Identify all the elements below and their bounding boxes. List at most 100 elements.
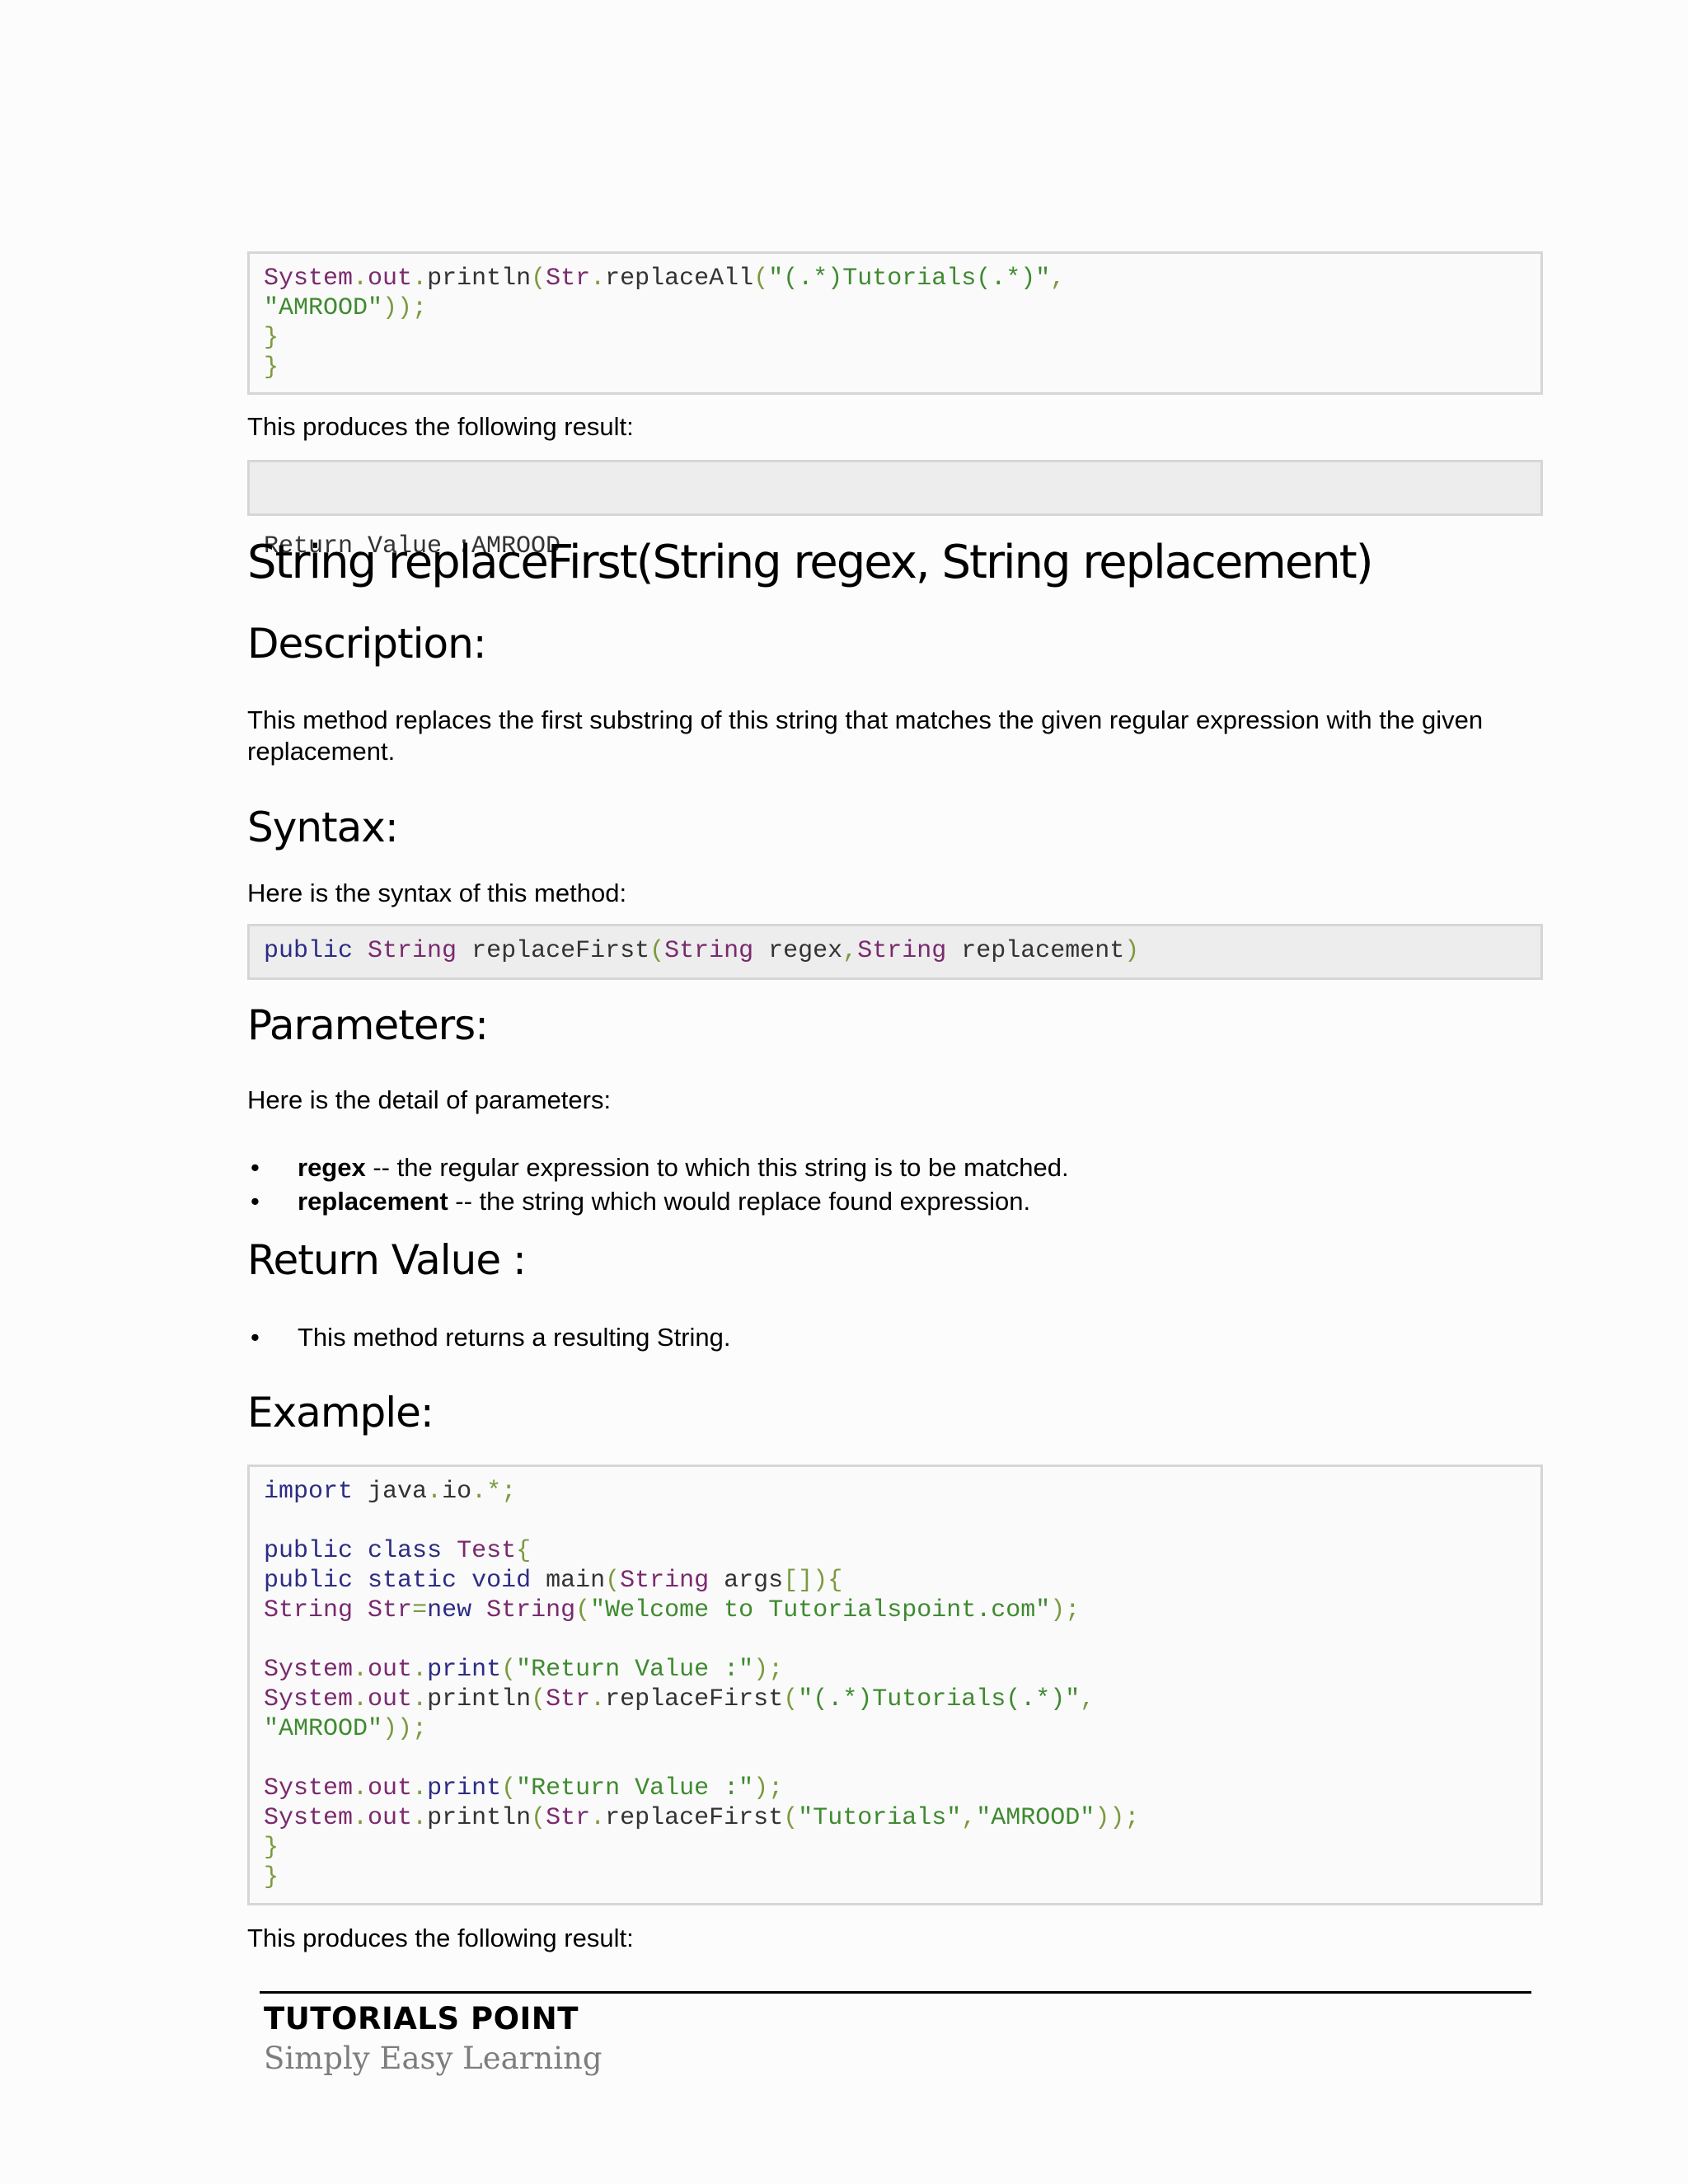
- code-line: System.out.print("Return Value :");: [264, 1655, 1526, 1685]
- code-line: }: [264, 323, 1526, 353]
- code-token: .*;: [471, 1478, 517, 1506]
- code-token: .: [590, 1685, 606, 1713]
- code-token: "Return Value :": [516, 1774, 754, 1802]
- code-token: new: [427, 1596, 472, 1624]
- code-token: "Return Value :": [516, 1656, 754, 1684]
- method-heading: String replaceFirst(String regex, String…: [247, 536, 1374, 589]
- parameter-item-replacement: • replacement -- the string which would …: [247, 1184, 1543, 1218]
- code-token: ,: [842, 937, 858, 965]
- code-token: Str: [546, 1685, 591, 1713]
- code-token: .: [353, 1804, 368, 1832]
- code-token: out: [368, 1685, 413, 1713]
- code-token: String: [264, 1596, 354, 1624]
- parameters-list: • regex -- the regular expression to whi…: [247, 1151, 1543, 1218]
- code-token: Str: [546, 1804, 591, 1832]
- code-block-top: System.out.println(Str.replaceAll("(.*)T…: [247, 251, 1543, 395]
- code-line: }: [264, 1833, 1526, 1863]
- code-token: print: [427, 1774, 502, 1802]
- code-token: void: [471, 1567, 532, 1595]
- description-text: This method replaces the first substring…: [247, 705, 1484, 766]
- code-token: ,: [1080, 1685, 1095, 1713]
- code-token: ): [1124, 937, 1140, 965]
- code-token: (: [531, 1804, 546, 1832]
- code-line: [264, 1625, 1526, 1655]
- code-token: String: [486, 1596, 576, 1624]
- parameter-item-regex: • regex -- the regular expression to whi…: [247, 1151, 1543, 1184]
- code-token: .: [353, 1685, 368, 1713]
- code-token: io: [442, 1478, 472, 1506]
- code-token: regex: [753, 937, 843, 965]
- parameters-heading: Parameters:: [247, 1001, 489, 1049]
- example-heading: Example:: [247, 1389, 434, 1436]
- footer-brand: TUTORIALS POINT: [264, 2001, 579, 2036]
- code-token: ));: [382, 294, 428, 322]
- code-token: );: [753, 1656, 784, 1684]
- code-token: "(.*)Tutorials(.*)": [798, 1685, 1081, 1713]
- code-token: "AMROOD": [264, 294, 383, 322]
- code-line: }: [264, 353, 1526, 382]
- return-value-item: • This method returns a resulting String…: [247, 1320, 1543, 1354]
- return-value-text: This method returns a resulting String.: [298, 1323, 731, 1352]
- parameter-desc: -- the regular expression to which this …: [365, 1153, 1069, 1182]
- code-token: System: [264, 1656, 354, 1684]
- code-token: .: [353, 265, 368, 293]
- code-token: .: [590, 1804, 606, 1832]
- code-token: .: [412, 265, 428, 293]
- code-line: public String replaceFirst(String regex,…: [264, 936, 1526, 966]
- code-line: System.out.println(Str.replaceFirst("(.*…: [264, 1685, 1526, 1714]
- code-token: [353, 1596, 368, 1624]
- code-token: ));: [1095, 1804, 1140, 1832]
- code-token: .: [412, 1774, 428, 1802]
- code-token: main: [531, 1567, 606, 1595]
- parameter-term: replacement: [298, 1187, 448, 1216]
- code-line: import java.io.*;: [264, 1477, 1526, 1507]
- result-intro-2: This produces the following result:: [247, 1924, 634, 1952]
- code-token: .: [353, 1656, 368, 1684]
- code-line: System.out.println(Str.replaceFirst("Tut…: [264, 1803, 1526, 1833]
- code-token: (: [531, 265, 546, 293]
- code-token: out: [368, 1804, 413, 1832]
- code-token: Str: [546, 265, 591, 293]
- code-token: (: [605, 1567, 621, 1595]
- code-token: .: [412, 1656, 428, 1684]
- code-token: );: [753, 1774, 784, 1802]
- code-token: (: [783, 1804, 799, 1832]
- code-token: .: [427, 1478, 443, 1506]
- code-token: "(.*)Tutorials(.*)": [768, 265, 1051, 293]
- code-token: static: [368, 1567, 457, 1595]
- code-token: (: [783, 1685, 799, 1713]
- code-token: String: [857, 937, 947, 965]
- code-token: }: [264, 1863, 279, 1891]
- code-token: "AMROOD": [264, 1715, 383, 1743]
- code-token: []){: [783, 1567, 843, 1595]
- code-token: ,: [1050, 265, 1066, 293]
- code-line: [264, 1744, 1526, 1774]
- code-token: String: [368, 937, 457, 965]
- code-line: "AMROOD"));: [264, 293, 1526, 323]
- code-token: println: [427, 265, 532, 293]
- code-token: out: [368, 265, 413, 293]
- description-heading: Description:: [247, 620, 487, 668]
- result-box-1: Return Value :AMROOD: [247, 460, 1543, 560]
- code-token: [353, 1537, 368, 1565]
- code-token: }: [264, 324, 279, 352]
- code-token: class: [368, 1537, 443, 1565]
- code-token: public: [264, 1537, 354, 1565]
- code-line: "AMROOD"));: [264, 1714, 1526, 1744]
- code-token: (: [531, 1685, 546, 1713]
- code-token: println: [427, 1804, 532, 1832]
- code-token: String: [620, 1567, 710, 1595]
- footer-tagline: Simply Easy Learning: [264, 2041, 603, 2076]
- code-token: {: [516, 1537, 532, 1565]
- code-token: String: [664, 937, 754, 965]
- code-token: "AMROOD": [976, 1804, 1095, 1832]
- return-value-list: • This method returns a resulting String…: [247, 1320, 1543, 1354]
- code-token: public: [264, 1567, 354, 1595]
- code-token: =: [412, 1596, 428, 1624]
- code-line: String Str=new String("Welcome to Tutori…: [264, 1596, 1526, 1625]
- code-token: args: [709, 1567, 784, 1595]
- code-token: [353, 1567, 368, 1595]
- return-value-heading: Return Value :: [247, 1236, 527, 1284]
- syntax-code-block: public String replaceFirst(String regex,…: [247, 924, 1543, 980]
- code-token: }: [264, 354, 279, 382]
